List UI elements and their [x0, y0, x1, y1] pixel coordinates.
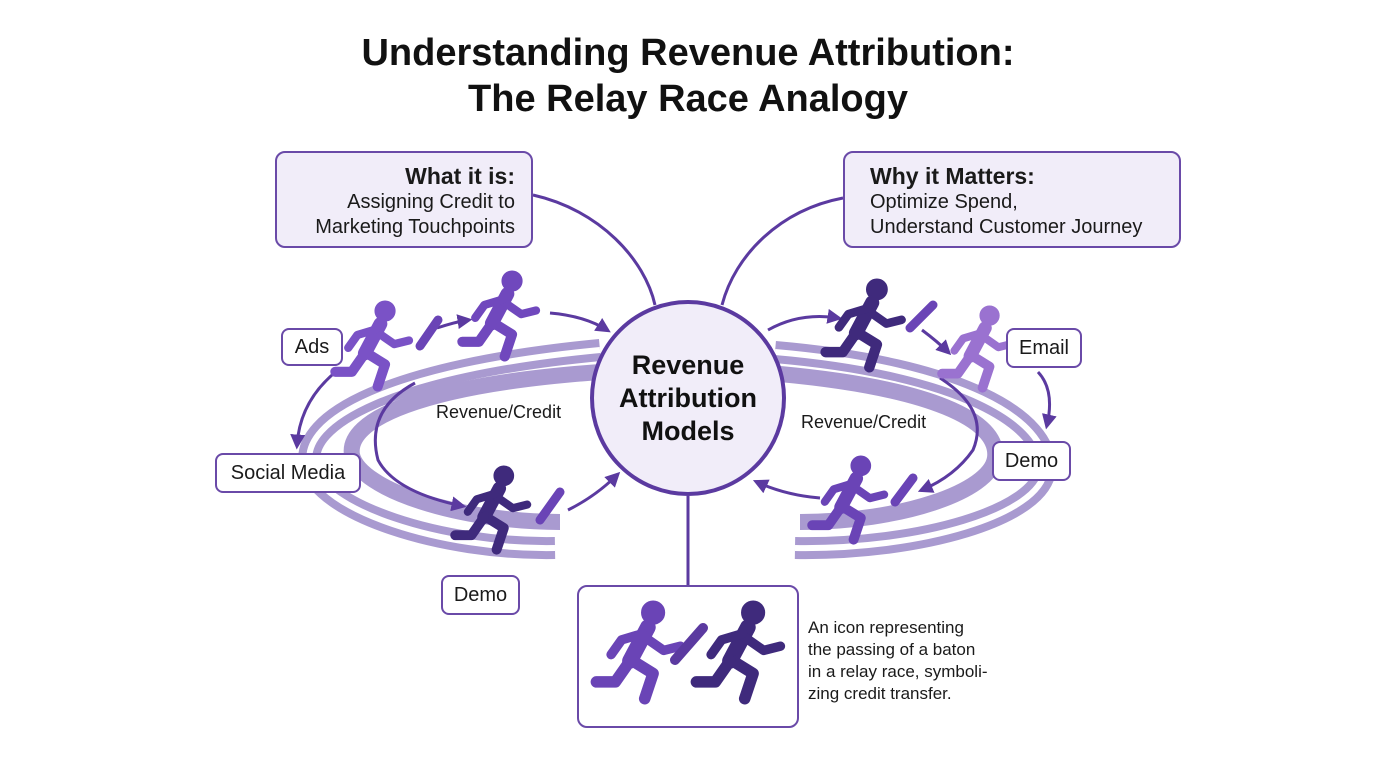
- touchpoint-email: Email: [1006, 328, 1082, 368]
- what-it-is-line-1: Assigning Credit to: [347, 191, 515, 213]
- what-it-is-box: What it is: Assigning Credit to Marketin…: [275, 151, 533, 248]
- arrow-icon: [1036, 370, 1057, 430]
- arrow-icon: [290, 368, 339, 450]
- touchpoint-ads: Ads: [281, 328, 343, 366]
- title-line-2: The Relay Race Analogy: [468, 78, 908, 120]
- left-track: [298, 339, 602, 560]
- title-line-1: Understanding Revenue Attribution:: [361, 32, 1015, 74]
- what-it-is-heading: What it is:: [405, 163, 515, 189]
- touchpoint-demo-right: Demo: [992, 441, 1071, 481]
- baton-caption-line-3: in a relay race, symboli-: [808, 662, 988, 681]
- why-it-matters-line-2: Understand Customer Journey: [870, 216, 1143, 238]
- batons: [415, 300, 938, 525]
- touchpoint-demo-left: Demo: [441, 575, 520, 615]
- arrow-icon: [567, 471, 621, 512]
- arrow-icon: [436, 314, 473, 330]
- why-it-matters-heading: Why it Matters:: [870, 163, 1035, 189]
- runner-icon: [335, 301, 409, 387]
- track-label-left: Revenue/Credit: [436, 402, 562, 422]
- baton-icon: [890, 473, 918, 507]
- runner-icon: [462, 271, 536, 357]
- runner-icon: [942, 306, 1012, 388]
- baton-pass-illustration: [596, 601, 780, 699]
- arrow-icon: [917, 376, 979, 493]
- touchpoint-social-media: Social Media: [215, 453, 361, 493]
- why-it-matters-box: Why it Matters: Optimize Spend, Understa…: [843, 151, 1181, 248]
- center-line-3: Models: [641, 415, 735, 446]
- center-line-1: Revenue: [631, 349, 745, 380]
- baton-icon: [670, 623, 708, 665]
- baton-icon: [535, 487, 565, 525]
- baton-caption-line-1: An icon representing: [808, 618, 964, 637]
- baton-pass-box: [577, 585, 799, 728]
- arrow-icon: [921, 328, 952, 356]
- arrow-icon: [767, 308, 843, 332]
- baton-caption-line-2: the passing of a baton: [808, 640, 976, 659]
- arrow-icon: [373, 381, 467, 512]
- flow-arrows: [290, 308, 1057, 512]
- baton-caption: An icon representing the passing of a ba…: [808, 617, 1048, 705]
- track-label-right: Revenue/Credit: [801, 412, 927, 432]
- connector-why-it-matters: [720, 196, 844, 306]
- center-circle: Revenue Attribution Models: [590, 300, 786, 496]
- what-it-is-line-2: Marketing Touchpoints: [315, 216, 515, 238]
- baton-icon: [905, 300, 938, 333]
- arrow-icon: [549, 311, 611, 333]
- why-it-matters-line-1: Optimize Spend,: [870, 191, 1018, 213]
- connector-what-it-is: [532, 193, 657, 306]
- baton-icon: [415, 315, 443, 351]
- page-title: Understanding Revenue Attribution: The R…: [0, 30, 1376, 122]
- arrow-icon: [752, 479, 821, 500]
- center-line-2: Attribution: [619, 382, 757, 413]
- baton-caption-line-4: zing credit transfer.: [808, 684, 952, 703]
